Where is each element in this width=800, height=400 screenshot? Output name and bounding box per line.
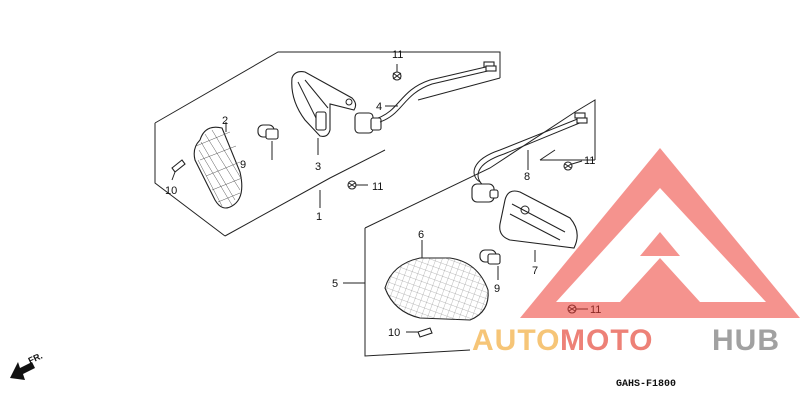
callout-10-upper: 10 [165, 185, 177, 197]
callout-5: 5 [332, 278, 338, 290]
callout-2: 2 [222, 115, 228, 127]
callout-10-lower: 10 [388, 327, 400, 339]
callout-9-lower: 9 [494, 283, 500, 295]
screw-left [171, 159, 186, 181]
front-direction-indicator: FR. [10, 351, 44, 380]
screw-lower [406, 327, 433, 338]
watermark-moto: MOTO [560, 324, 653, 357]
screw-top [392, 64, 402, 81]
callout-11-right: 11 [584, 155, 595, 167]
callout-4: 4 [376, 101, 382, 113]
socket-wire-lower [471, 112, 588, 203]
screw-right-mid [563, 160, 583, 171]
front-arrow-icon [10, 362, 35, 380]
socket-wire-upper [354, 61, 497, 134]
fr-label: FR. [27, 351, 44, 366]
bulb-upper [257, 124, 279, 160]
lower-assembly-frame [364, 99, 596, 357]
watermark-logo [520, 148, 800, 318]
watermark-hub: HUB [712, 324, 780, 357]
callout-7: 7 [532, 265, 538, 277]
callout-11-mid: 11 [372, 181, 383, 193]
bulb-lower [479, 249, 501, 280]
watermark-text: AUTO MOTO HUB [472, 324, 780, 357]
front-lens-right [384, 240, 489, 321]
housing-lower [499, 190, 578, 262]
callout-9-upper: 9 [240, 159, 246, 171]
front-lens-left [193, 126, 243, 209]
callout-8: 8 [524, 171, 530, 183]
callout-3: 3 [315, 161, 321, 173]
diagram-code: GAHS-F1800 [616, 379, 676, 390]
watermark-auto: AUTO [472, 324, 560, 357]
callout-1: 1 [316, 211, 322, 223]
callout-11-top: 11 [392, 49, 403, 61]
screw-mid-left [347, 180, 368, 190]
callout-6: 6 [418, 229, 424, 241]
housing-upper [291, 71, 357, 155]
upper-assembly-frame [154, 51, 501, 237]
